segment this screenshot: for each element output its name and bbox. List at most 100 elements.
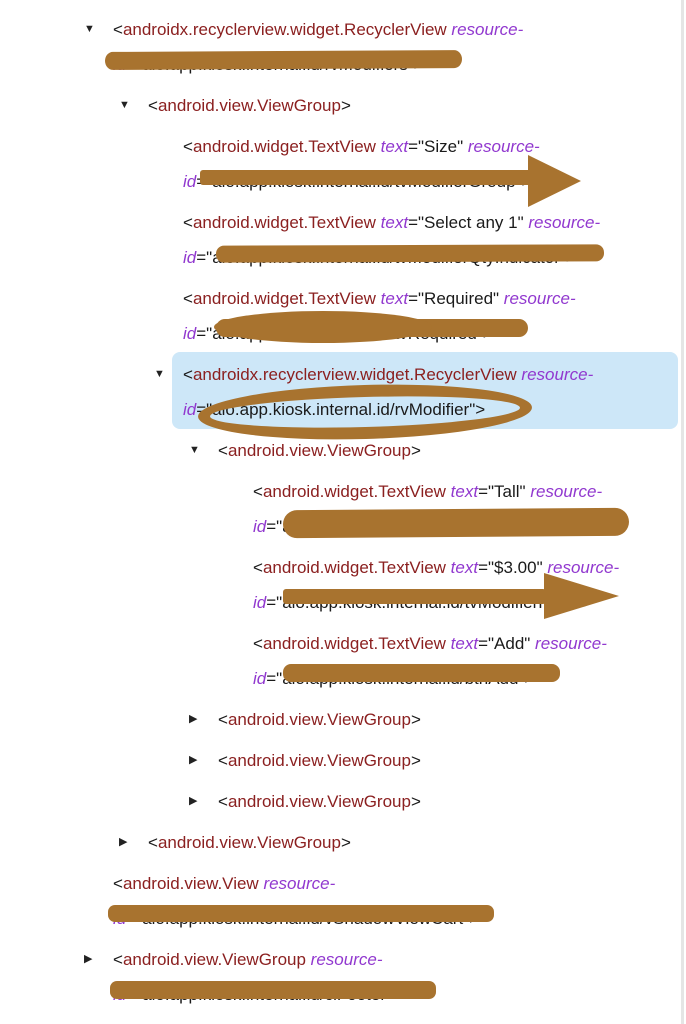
id-attribute-name: id [183,400,197,419]
tree-node-viewgroup[interactable]: ▶<android.view.ViewGroup> [0,743,686,778]
tree-node-textview[interactable]: <android.widget.TextView text="Required"… [0,281,686,351]
node-open-tag-line: <android.view.ViewGroup> [0,88,686,123]
node-resource-id-line-redacted: id="aio.app.kiosk.internal.id/vShadowVie… [0,901,686,936]
quote-close-bracket: "> [407,55,424,74]
resource-attribute-name: resource- [258,874,336,893]
tag-name: android.widget.TextView [192,137,376,156]
tree-node-viewgroup[interactable]: ▶<android.view.ViewGroup> [0,784,686,819]
collapse-triangle-icon[interactable]: ▼ [84,23,95,35]
close-bracket: > [410,441,421,460]
tag-name: android.widget.TextView [262,634,446,653]
tag-name: android.view.ViewGroup [227,792,411,811]
node-open-tag-line: <android.view.ViewGroup> [0,433,686,468]
open-bracket: < [253,634,263,653]
open-bracket: < [113,20,123,39]
expand-triangle-icon[interactable]: ▶ [119,836,128,848]
node-open-tag-line: <android.view.ViewGroup resource- [0,942,686,977]
open-bracket: < [113,950,123,969]
node-open-tag-line: <android.widget.TextView text="Tall" res… [0,474,686,509]
node-open-tag-line: <android.view.ViewGroup> [0,743,686,778]
id-attribute-name: id [183,248,197,267]
equals-quote: =" [196,248,213,267]
tree-node-textview[interactable]: <android.widget.TextView text="Size" res… [0,129,686,199]
node-resource-id-line-redacted: id="aio.app.kiosk.internal.id/tvModifier… [0,509,686,544]
open-bracket: < [183,289,193,308]
tag-name: android.view.ViewGroup [227,441,411,460]
node-resource-id-line-redacted: id="aio.app.kiosk.internal.id/tvRequired… [0,316,686,351]
node-open-tag-line: <android.widget.TextView text="Size" res… [0,129,686,164]
expand-triangle-icon[interactable]: ▶ [189,754,198,766]
resource-id-value: aio.app.kiosk.internal.id/btnAdd [282,669,519,688]
tree-node-recyclerview[interactable]: ▼<androidx.recyclerview.widget.RecyclerV… [0,12,686,82]
tree-node-viewgroup[interactable]: ▼<android.view.ViewGroup> [0,88,686,123]
collapse-triangle-icon[interactable]: ▼ [189,444,200,456]
tree-node-recyclerview-selected[interactable]: ▼<androidx.recyclerview.widget.RecyclerV… [0,352,686,429]
open-bracket: < [183,137,193,156]
text-attribute-value: ="Required" [408,289,500,308]
tag-name: android.widget.TextView [262,482,446,501]
quote-close-bracket: "> [518,669,535,688]
expand-triangle-icon[interactable]: ▶ [189,713,198,725]
id-attribute-name: id [113,55,127,74]
node-resource-id-line-redacted: id="aio.app.kiosk.internal.id/btnAdd"> [0,661,686,696]
node-open-tag-line: <android.view.View resource- [0,866,686,901]
tree-node-viewgroup[interactable]: ▶<android.view.ViewGroup> [0,825,686,860]
resource-attribute-name: resource- [542,558,620,577]
resource-id-value: aio.app.kiosk.internal.id/tvRequired [212,324,477,343]
resource-attribute-name: resource- [523,213,601,232]
quote-close-bracket: "> [463,909,480,928]
expand-triangle-icon[interactable]: ▶ [84,953,93,965]
quote-close-bracket: "> [515,172,532,191]
text-attribute-value: ="Select any 1" [408,213,524,232]
resource-id-value: aio.app.kiosk.internal.id/vShadowViewCar… [142,909,464,928]
text-attribute-value: ="Size" [408,137,464,156]
open-bracket: < [218,751,228,770]
equals-quote: =" [196,172,213,191]
resource-id-value: aio.app.kiosk.internal.id/tvModifierName [282,517,584,536]
open-bracket: < [113,874,123,893]
equals-quote: =" [266,593,283,612]
tree-node-textview[interactable]: <android.widget.TextView text="Tall" res… [0,474,686,544]
tree-node-textview[interactable]: <android.widget.TextView text="$3.00" re… [0,550,686,620]
equals-quote: =" [196,400,213,419]
expand-triangle-icon[interactable]: ▶ [189,795,198,807]
node-open-tag-line: <android.widget.TextView text="Add" reso… [0,626,686,661]
quote-close-bracket: "> [559,248,576,267]
resource-id-value: aio.app.kiosk.internal.id/tvModifierQtyI… [212,248,560,267]
tag-name: android.widget.TextView [262,558,446,577]
text-attribute-value: ="$3.00" [478,558,543,577]
equals-quote: =" [266,669,283,688]
tree-node-viewgroup[interactable]: ▼<android.view.ViewGroup> [0,433,686,468]
node-resource-id-line-redacted: id="aio.app.kiosk.internal.id/tvModifier… [0,164,686,199]
tree-node-textview[interactable]: <android.widget.TextView text="Select an… [0,205,686,275]
quote-close-bracket: "> [583,517,600,536]
equals-quote: =" [196,324,213,343]
tree-node-viewgroup[interactable]: ▶<android.view.ViewGroup resource-id="ai… [0,942,686,1012]
text-attribute-name: text [445,558,479,577]
node-open-tag-line: <android.view.ViewGroup> [0,825,686,860]
open-bracket: < [218,441,228,460]
node-open-tag-line: <android.widget.TextView text="Required"… [0,281,686,316]
text-attribute-name: text [375,289,409,308]
id-attribute-name: id [183,324,197,343]
quote-close-bracket: "> [476,324,493,343]
node-open-tag-line: <android.view.ViewGroup> [0,784,686,819]
id-attribute-name: id [253,517,267,536]
resource-attribute-name: resource- [446,20,524,39]
collapse-triangle-icon[interactable]: ▼ [119,99,130,111]
tree-node-view[interactable]: <android.view.View resource-id="aio.app.… [0,866,686,936]
tree-node-textview[interactable]: <android.widget.TextView text="Add" reso… [0,626,686,696]
tree-node-viewgroup[interactable]: ▶<android.view.ViewGroup> [0,702,686,737]
close-bracket: > [340,833,351,852]
equals-quote: =" [126,985,143,1004]
id-attribute-name: id [183,172,197,191]
resource-id-value: aio.app.kiosk.internal.id/rvModifier [212,400,470,419]
text-attribute-name: text [445,482,479,501]
open-bracket: < [148,96,158,115]
id-attribute-name: id [113,909,127,928]
collapse-triangle-icon[interactable]: ▼ [154,368,165,380]
open-bracket: < [218,710,228,729]
resource-attribute-name: resource- [463,137,540,156]
tag-name: androidx.recyclerview.widget.RecyclerVie… [192,365,517,384]
resource-attribute-name: resource- [516,365,594,384]
